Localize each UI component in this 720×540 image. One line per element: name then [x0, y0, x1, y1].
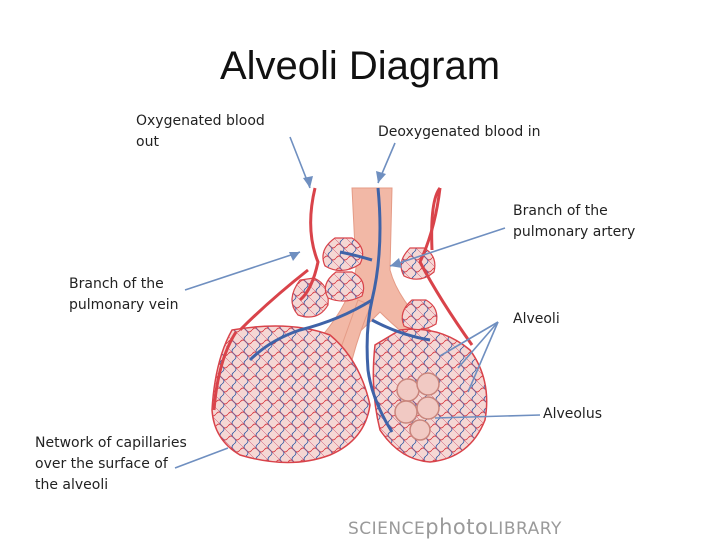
credit-part-science: SCIENCE: [348, 519, 426, 539]
alveolar-sacs: [211, 237, 488, 464]
alveolus-section: [394, 372, 440, 441]
science-photo-library-logo: SCIENCEphotoLIBRARY: [348, 515, 562, 539]
pointer-capillaries: [174, 447, 229, 469]
label-pulmonary-artery: Branch of the pulmonary artery: [513, 203, 636, 240]
label-oxygenated-blood-out: Oxygenated blood out: [136, 113, 265, 150]
credit-part-library: LIBRARY: [488, 519, 562, 539]
label-alveoli: Alveoli: [513, 311, 560, 327]
pointer-artery: [389, 227, 506, 267]
pointer-alveoli-1: [439, 321, 499, 357]
label-pulmonary-vein: Branch of the pulmonary vein: [69, 276, 179, 313]
label-deoxygenated-blood-in: Deoxygenated blood in: [378, 124, 541, 140]
pointer-arrowheads: [289, 171, 402, 268]
pointer-alveoli-3: [467, 321, 499, 393]
pointer-alveoli-2: [457, 321, 499, 369]
artery-vessels: [212, 187, 474, 411]
page-title: Alveoli Diagram: [219, 44, 501, 88]
vein-vessels: [248, 187, 431, 433]
credit-part-photo: photo: [425, 515, 489, 539]
label-alveolus: Alveolus: [543, 406, 602, 422]
pointer-vein: [184, 251, 301, 291]
label-capillary-network: Network of capillaries over the surface …: [35, 435, 187, 493]
pointer-alveolus: [434, 414, 541, 419]
